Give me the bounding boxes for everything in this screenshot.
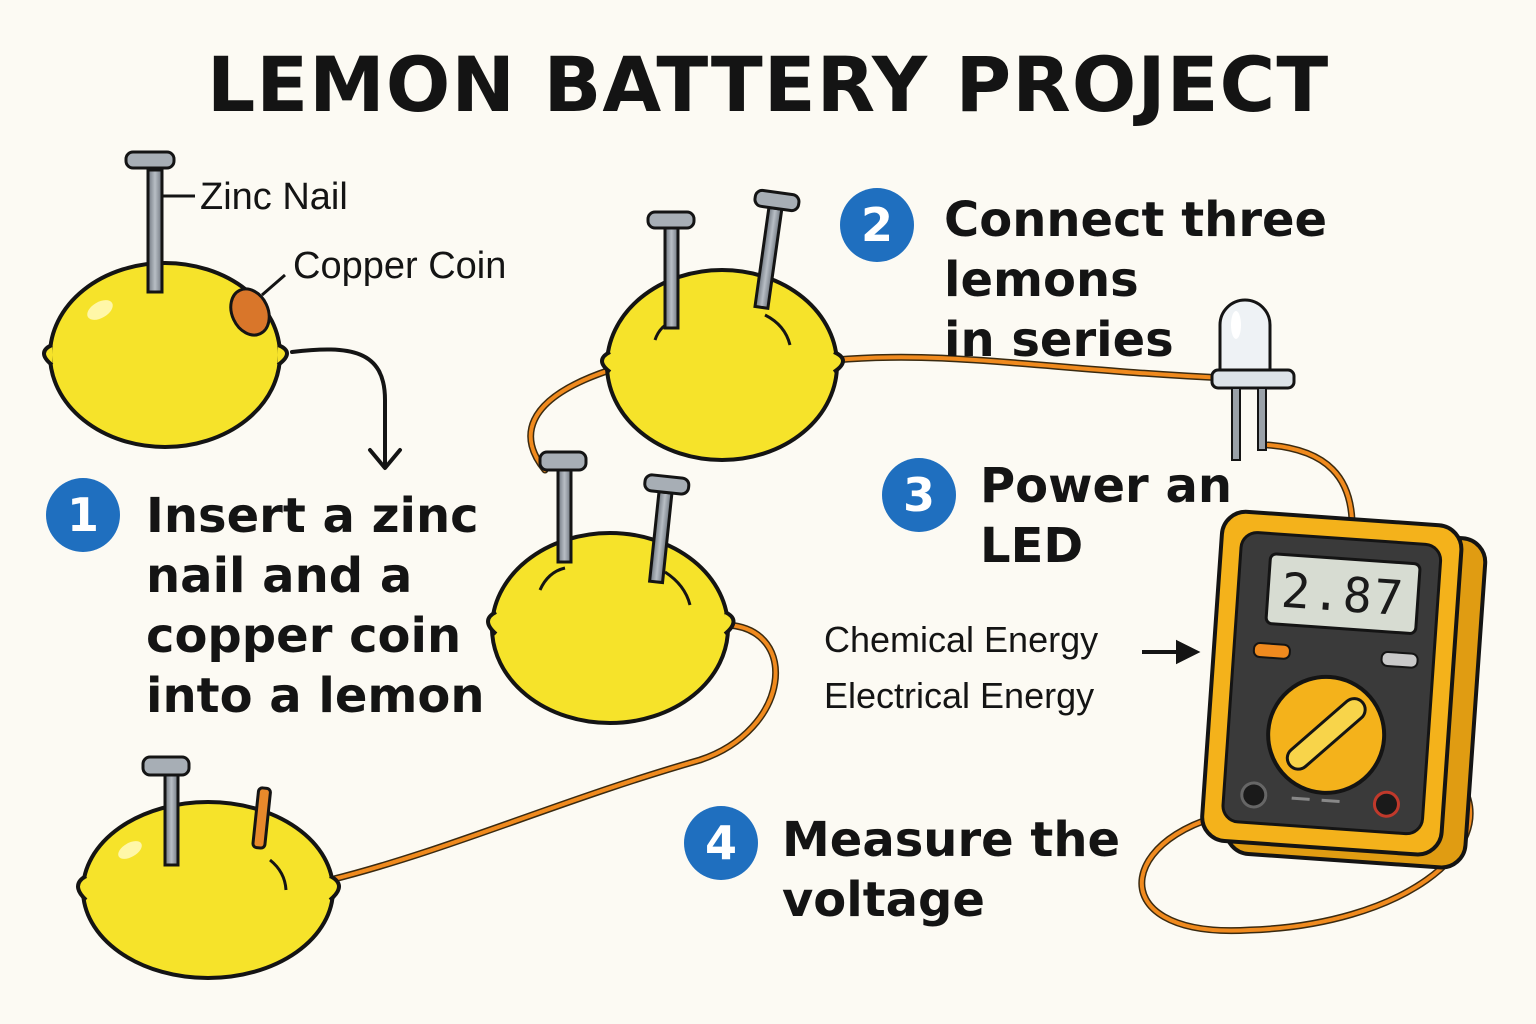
- multimeter-reading: 2.87: [1279, 562, 1407, 628]
- zinc-nail-3a: [538, 450, 588, 564]
- step-4-badge: 4: [684, 806, 758, 880]
- lemon-1: [42, 261, 289, 449]
- step-2-text: Connect three lemons in series: [944, 190, 1536, 370]
- step-2-badge: 2: [840, 188, 914, 262]
- step-3-line: Power an: [980, 458, 1232, 514]
- multimeter: [1200, 509, 1488, 870]
- zinc-nail-label: Zinc Nail: [200, 176, 348, 218]
- step-4-line: voltage: [782, 872, 985, 928]
- copper-strip-4: [251, 786, 272, 850]
- zinc-nail-4: [141, 755, 191, 867]
- copper-coin-1: [229, 287, 271, 337]
- zinc-nail-2b: [753, 188, 801, 310]
- step-1-line: copper coin: [146, 608, 462, 664]
- step-2-line: in series: [944, 312, 1174, 368]
- step-1-line: nail and a: [146, 548, 413, 604]
- zinc-nail-2a: [646, 210, 696, 330]
- step-1-badge: 1: [46, 478, 120, 552]
- arrow-step1: [290, 347, 402, 470]
- lemon-4: [76, 800, 341, 980]
- energy-labels: Chemical Energy Electrical Energy: [824, 612, 1098, 724]
- step-4-text: Measure the voltage: [782, 810, 1120, 930]
- lemon-3: [486, 531, 736, 725]
- step-1-text: Insert a zinc nail and a copper coin int…: [146, 486, 485, 726]
- lemon-2: [600, 268, 845, 462]
- step-1-line: into a lemon: [146, 668, 485, 724]
- step-1-line: Insert a zinc: [146, 488, 479, 544]
- copper-leader-line: [261, 273, 286, 297]
- step-3-text: Power an LED: [980, 456, 1232, 576]
- step-2-line: Connect three lemons: [944, 192, 1328, 308]
- page-title: LEMON BATTERY PROJECT: [206, 40, 1330, 129]
- step-3-badge: 3: [882, 458, 956, 532]
- electrical-energy-label: Electrical Energy: [824, 675, 1095, 716]
- led: [1210, 298, 1296, 461]
- copper-coin-label: Copper Coin: [293, 245, 507, 287]
- energy-arrow: [1142, 639, 1201, 665]
- zinc-nail-1: [124, 150, 176, 294]
- step-3-line: LED: [980, 518, 1084, 574]
- chemical-energy-label: Chemical Energy: [824, 619, 1099, 660]
- step-4-line: Measure the: [782, 812, 1121, 868]
- zinc-nail-3b: [643, 473, 691, 585]
